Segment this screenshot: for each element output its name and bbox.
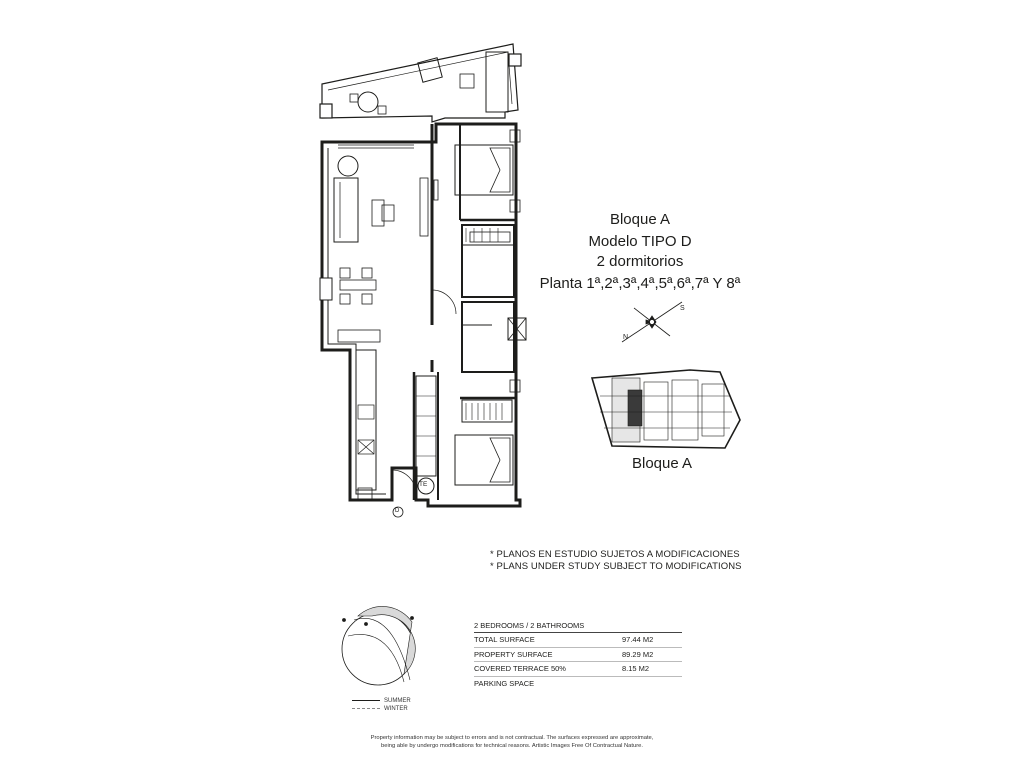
sun-legend: SUMMER WINTER	[352, 697, 411, 713]
key-plan-label: Bloque A	[632, 455, 693, 472]
notes: * PLANOS EN ESTUDIO SUJETOS A MODIFICACI…	[490, 549, 742, 573]
floors-title: Planta 1ª,2ª,3ª,4ª,5ª,6ª,7ª Y 8ª	[539, 275, 741, 292]
compass-south-label: S	[680, 305, 685, 312]
winter-label: WINTER	[384, 706, 408, 712]
surfaces-header: 2 BEDROOMS / 2 BATHROOMS	[474, 621, 682, 633]
terrace-outline	[321, 43, 519, 123]
summer-label: SUMMER	[384, 698, 411, 704]
key-plan-drawing	[590, 369, 741, 449]
water-heater-label: TE	[419, 481, 428, 488]
table-row: PARKING SPACE	[474, 678, 535, 688]
model-title: Modelo TIPO D	[588, 233, 692, 250]
note-en: * PLANS UNDER STUDY SUBJECT TO MODIFICAT…	[490, 561, 742, 572]
compass-north-label: N	[623, 334, 629, 341]
compass-rose	[621, 301, 683, 343]
sun-path-diagram	[341, 606, 416, 686]
block-title: Bloque A	[609, 211, 671, 228]
bedrooms-title: 2 dormitorios	[596, 253, 684, 270]
table-row: COVERED TERRACE 50%8.15 M2	[474, 662, 682, 677]
exterior-walls	[320, 122, 522, 508]
note-es: * PLANOS EN ESTUDIO SUJETOS A MODIFICACI…	[490, 549, 740, 560]
entrance-label: D	[395, 508, 400, 514]
disclaimer: Property information may be subject to e…	[370, 735, 654, 749]
